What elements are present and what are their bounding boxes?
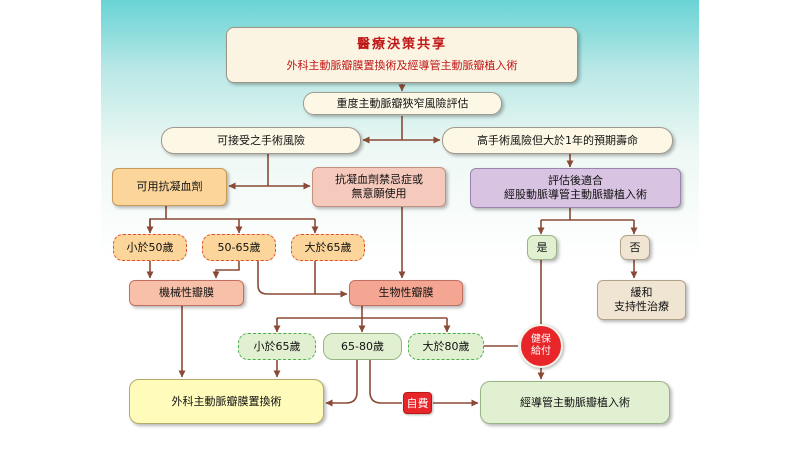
node-insurance-badge: 健保 給付 xyxy=(519,324,563,368)
node-palliative-line1: 緩和 xyxy=(630,286,653,299)
title-subtitle: 外科主動脈瓣膜置換術及經導管主動脈瓣植入術 xyxy=(286,59,518,72)
node-tavi: 經導管主動脈瓣植入術 xyxy=(480,381,670,424)
node-anticoagulant-contra: 抗凝血劑禁忌症或 無意願使用 xyxy=(312,167,446,207)
node-age-under65-label: 小於65歲 xyxy=(253,339,301,353)
node-evaluate-line1: 評估後適合 xyxy=(548,174,603,187)
node-high-risk: 高手術風險但大於1年的預期壽命 xyxy=(442,127,673,154)
node-age-50-65: 50-65歲 xyxy=(202,234,276,261)
node-tavi-label: 經導管主動脈瓣植入術 xyxy=(520,395,630,409)
node-age-under50-label: 小於50歲 xyxy=(126,240,174,254)
node-bio-valve-label: 生物性瓣膜 xyxy=(378,286,434,299)
node-savr: 外科主動脈瓣膜置換術 xyxy=(129,379,324,424)
node-yes-label: 是 xyxy=(536,240,548,254)
line-65-80-to-selfpay xyxy=(369,360,402,404)
node-age-under50: 小於50歲 xyxy=(113,234,187,261)
node-anticoagulant-contra-line1: 抗凝血劑禁忌症或 xyxy=(335,173,423,186)
node-anticoagulant-ok: 可用抗凝血劑 xyxy=(112,168,227,206)
node-acceptable-risk-label: 可接受之手術風險 xyxy=(217,133,305,147)
node-acceptable-risk: 可接受之手術風險 xyxy=(161,127,361,154)
arrow-50-65-to-bio xyxy=(257,261,348,298)
node-palliative: 緩和 支持性治療 xyxy=(597,280,686,320)
node-anticoagulant-contra-line2: 無意願使用 xyxy=(351,187,407,200)
node-no: 否 xyxy=(620,235,650,260)
node-age-50-65-label: 50-65歲 xyxy=(217,240,261,254)
node-self-pay: 自費 xyxy=(403,392,432,414)
node-mechanical-valve: 機械性瓣膜 xyxy=(129,280,244,306)
line-evaluate-down xyxy=(541,207,634,221)
node-age-over65-top: 大於65歲 xyxy=(291,234,365,261)
line-bio-down xyxy=(277,306,447,319)
arrow-65-80-to-savr xyxy=(325,360,358,407)
title-main: 醫療決策共享 xyxy=(356,37,447,52)
node-no-label: 否 xyxy=(629,240,641,254)
node-mechanical-valve-label: 機械性瓣膜 xyxy=(159,286,214,299)
node-age-65-80-label: 65-80歲 xyxy=(341,339,384,353)
node-high-risk-label: 高手術風險但大於1年的預期壽命 xyxy=(477,133,638,147)
node-yes: 是 xyxy=(527,235,557,260)
node-assessment-label: 重度主動脈瓣狹窄風險評估 xyxy=(336,96,469,110)
node-age-over80: 大於80歲 xyxy=(408,333,484,360)
node-anticoagulant-ok-label: 可用抗凝血劑 xyxy=(136,180,203,193)
node-age-over65-top-label: 大於65歲 xyxy=(304,240,352,254)
node-evaluate-line2: 經股動脈導管主動脈瓣植入術 xyxy=(504,188,647,201)
node-palliative-line2: 支持性治療 xyxy=(614,300,669,313)
node-age-over80-label: 大於80歲 xyxy=(422,339,470,353)
node-savr-label: 外科主動脈瓣膜置換術 xyxy=(171,394,282,408)
arrow-50-65-to-mechanical xyxy=(212,261,240,279)
node-bio-valve: 生物性瓣膜 xyxy=(349,280,463,306)
node-insurance-line2: 給付 xyxy=(531,346,551,357)
node-evaluate: 評估後適合 經股動脈導管主動脈瓣植入術 xyxy=(470,168,681,208)
node-insurance-line1: 健保 xyxy=(531,334,551,345)
node-age-under65: 小於65歲 xyxy=(238,333,316,360)
node-assessment: 重度主動脈瓣狹窄風險評估 xyxy=(303,92,502,115)
line-anticoag-down xyxy=(149,206,315,227)
node-self-pay-label: 自費 xyxy=(406,397,429,410)
title-box: 醫療決策共享 外科主動脈瓣膜置換術及經導管主動脈瓣植入術 xyxy=(226,27,578,83)
node-age-65-80: 65-80歲 xyxy=(323,333,402,360)
